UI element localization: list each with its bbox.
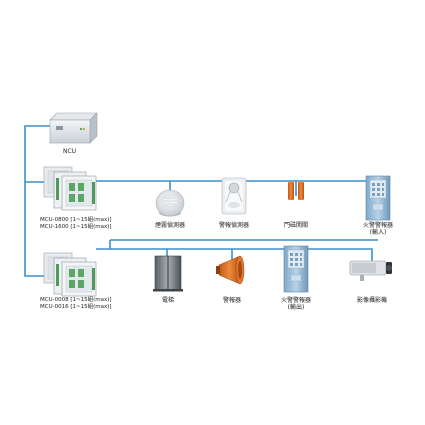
fire-alarm-input-sublabel: (輸入) [369, 229, 387, 236]
siren-label: 警報器 [222, 297, 242, 304]
elevator-icon [153, 255, 183, 292]
motion-sensor-label: 警報偵測器 [218, 222, 250, 229]
ncu-trunk-line [24, 125, 52, 277]
ncu-box-icon [49, 112, 98, 144]
motion-sensor-icon [221, 177, 247, 215]
mcu-top-label-line2: MCU-1600 [1~15組(max)] [40, 224, 112, 230]
mcu-top-module-icon [43, 166, 97, 211]
mcu-bottom-label-line1: MCU-0008 [1~15組(max)] [40, 297, 112, 303]
door-magnetic-switch-icon [288, 182, 304, 200]
fire-alarm-output-sublabel: (輸出) [287, 304, 305, 311]
fire-alarm-input-label: 火警警報器 [362, 222, 394, 229]
elevator-label: 電梯 [161, 297, 175, 304]
mcu-top-label-line1: MCU-0800 [1~15組(max)] [40, 217, 112, 223]
mcu-bottom-module-icon [43, 252, 97, 297]
fire-alarm-output-label: 火警警報器 [280, 297, 312, 304]
siren-horn-icon [216, 255, 245, 285]
output-bus-line [96, 248, 373, 262]
fire-alarm-panel-input-icon [365, 175, 391, 221]
mcu-bottom-label-line2: MCU-0016 [1~15組(max)] [40, 304, 112, 310]
smoke-detector-label: 煙霧偵測器 [154, 222, 186, 229]
ncu-label: NCU [63, 148, 77, 155]
fire-alarm-panel-output-icon [283, 245, 309, 293]
camera-label: 影像攝影機 [356, 297, 388, 304]
door-switch-label: 門磁開關 [283, 222, 309, 229]
security-camera-icon [349, 260, 392, 281]
smoke-detector-icon [155, 189, 185, 217]
